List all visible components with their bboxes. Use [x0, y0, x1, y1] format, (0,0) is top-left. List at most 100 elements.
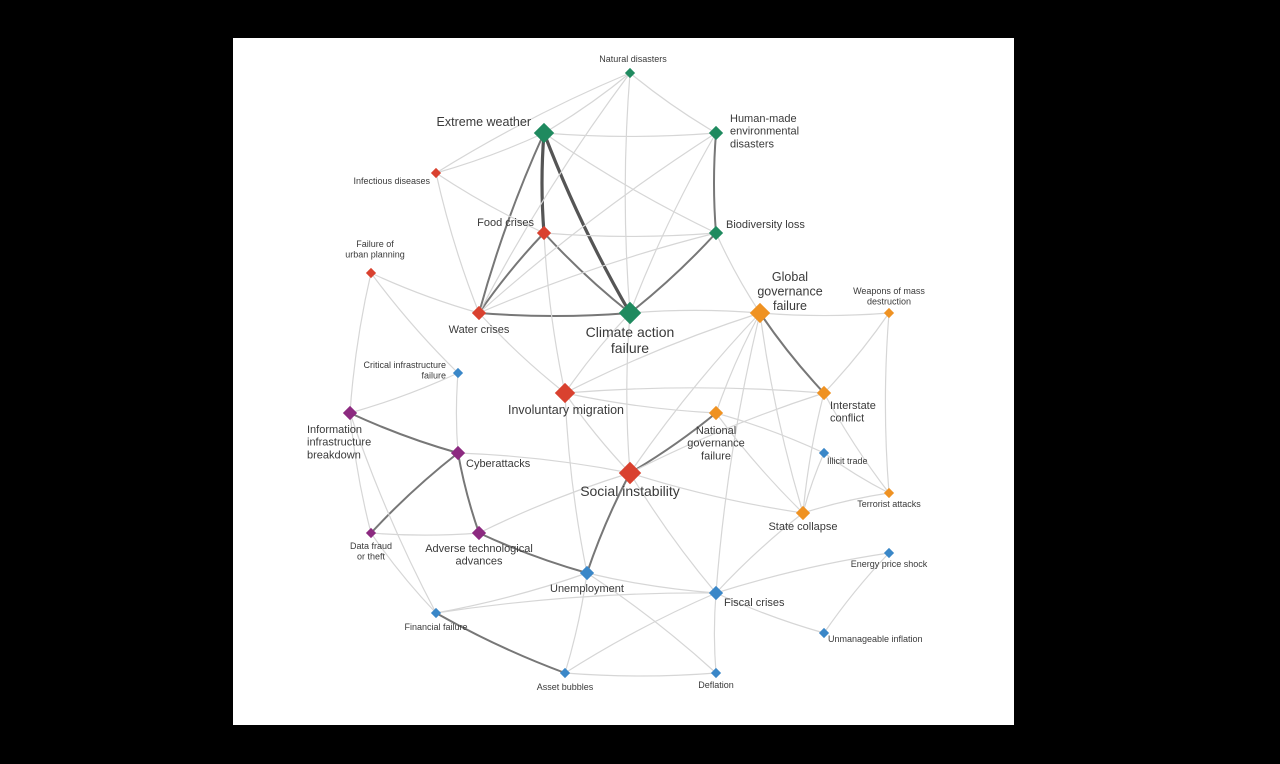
- edge-social-instability-state-collapse: [629, 472, 804, 514]
- edge-info-infra-cyberattacks: [349, 412, 459, 454]
- edge-biodiversity-water-crises: [478, 232, 717, 314]
- node-deflation-marker: [710, 667, 722, 679]
- edge-illicit-national-gov: [715, 412, 825, 454]
- node-deflation: Deflation: [698, 667, 734, 690]
- slide-background: [233, 38, 1014, 725]
- edge-food-crises-migration: [543, 232, 566, 394]
- edge-unemployment-fiscal: [586, 572, 717, 594]
- node-energy-shock-label-line: Energy price shock: [851, 559, 928, 569]
- node-extreme-weather-label-line: Extreme weather: [437, 115, 531, 129]
- edge-illicit-terrorist: [823, 452, 890, 494]
- node-info-infra-label-line: Information: [307, 424, 362, 436]
- node-social-instability: Social instability: [580, 461, 680, 499]
- edge-wmd-terrorist: [884, 312, 890, 494]
- node-info-infra-marker: [342, 405, 358, 421]
- node-water-crises: Water crises: [449, 305, 510, 336]
- edge-asset-bubbles-unemployment: [564, 572, 588, 674]
- node-unemployment-label-line: Unemployment: [550, 583, 624, 595]
- node-infectious-marker: [430, 167, 442, 179]
- node-financial-marker: [430, 607, 442, 619]
- node-wmd-label-line: destruction: [867, 296, 911, 306]
- node-extreme-weather: Extreme weather: [437, 115, 555, 144]
- node-global-gov-label-line: failure: [773, 299, 807, 313]
- edge-extreme-weather-biodiversity: [543, 132, 717, 234]
- edge-extreme-weather-natural-disasters: [543, 72, 631, 134]
- node-biodiversity-label: Biodiversity loss: [726, 219, 805, 231]
- node-inflation-label-line: Unmanageable inflation: [828, 634, 923, 644]
- node-deflation-label-line: Deflation: [698, 680, 734, 690]
- edge-fiscal-inflation: [715, 592, 825, 634]
- edge-migration-social-instability: [564, 392, 631, 474]
- node-human-made-label-line: environmental: [730, 126, 799, 138]
- edge-food-crises-water-crises: [478, 232, 545, 314]
- node-social-instability-label: Social instability: [580, 483, 680, 499]
- edge-urban-planning-info-infra: [349, 272, 372, 414]
- node-food-crises-label-line: Food crises: [477, 217, 534, 229]
- node-climate-label-line: Climate action: [586, 324, 675, 340]
- edge-social-instability-cyberattacks: [457, 452, 631, 474]
- edge-energy-shock-inflation: [823, 552, 890, 634]
- edge-state-collapse-fiscal: [715, 512, 804, 594]
- node-illicit: Illicit trade: [818, 447, 868, 466]
- node-adverse-tech-label-line: Adverse technological: [425, 543, 533, 555]
- edge-fiscal-deflation: [713, 592, 717, 674]
- node-deflation-label: Deflation: [698, 680, 734, 690]
- edge-interstate-migration: [564, 387, 825, 394]
- edge-extreme-weather-human-made: [543, 132, 717, 138]
- node-human-made-label-line: Human-made: [730, 113, 797, 125]
- edge-deflation-unemployment: [586, 572, 717, 674]
- edge-social-instability-national-gov: [629, 412, 717, 474]
- node-inflation-marker: [818, 627, 830, 639]
- node-financial-label: Financial failure: [404, 622, 467, 632]
- edge-human-made-climate: [629, 132, 717, 314]
- edge-migration-national-gov: [564, 392, 717, 414]
- node-wmd-label-line: Weapons of mass: [853, 286, 925, 296]
- node-national-gov-label-line: failure: [701, 450, 731, 462]
- node-asset-bubbles-label: Asset bubbles: [537, 682, 594, 692]
- node-global-gov-label-line: Global: [772, 270, 808, 284]
- node-national-gov-label-line: National: [696, 425, 736, 437]
- edge-natural-disasters-infectious: [435, 72, 631, 174]
- node-cyberattacks-marker: [450, 445, 466, 461]
- node-critical-infra-label-line: failure: [421, 370, 446, 380]
- edge-interstate-social-instability: [629, 392, 825, 474]
- node-data-fraud-label-line: or theft: [357, 551, 386, 561]
- node-food-crises-label: Food crises: [477, 217, 534, 229]
- node-migration: Involuntary migration: [508, 382, 624, 417]
- edge-social-instability-unemployment: [586, 472, 631, 574]
- edge-global-gov-social-instability: [629, 312, 761, 474]
- edge-natural-disasters-climate: [624, 72, 631, 314]
- node-social-instability-label-line: Social instability: [580, 483, 680, 499]
- edge-global-gov-migration: [564, 312, 761, 394]
- node-migration-label-line: Involuntary migration: [508, 403, 624, 417]
- node-terrorist-label: Terrorist attacks: [857, 499, 921, 509]
- edge-financial-asset-bubbles: [435, 612, 566, 674]
- node-asset-bubbles-label-line: Asset bubbles: [537, 682, 594, 692]
- node-human-made-marker: [708, 125, 724, 141]
- node-migration-marker: [554, 382, 576, 404]
- node-climate-label-line: failure: [611, 340, 649, 356]
- edge-financial-unemployment: [435, 572, 588, 614]
- edge-global-gov-interstate: [759, 312, 825, 394]
- edge-national-gov-state-collapse: [715, 412, 804, 514]
- edge-infectious-extreme-weather: [435, 132, 545, 174]
- edge-climate-migration: [564, 312, 631, 394]
- edge-interstate-wmd: [823, 312, 890, 394]
- edge-energy-shock-fiscal: [715, 552, 890, 594]
- node-cyberattacks: Cyberattacks: [450, 445, 531, 470]
- edge-social-instability-adverse-tech: [478, 472, 631, 534]
- edge-cyberattacks-data-fraud: [370, 452, 459, 534]
- node-energy-shock-marker: [883, 547, 895, 559]
